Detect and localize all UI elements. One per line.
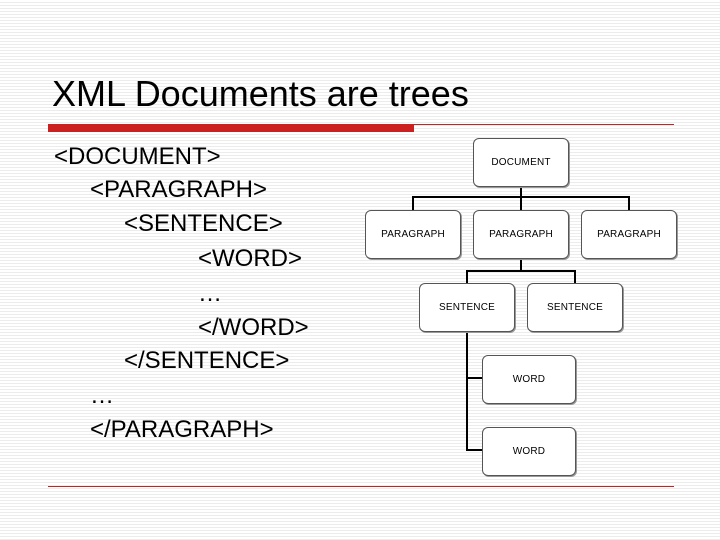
node-document: DOCUMENT xyxy=(473,138,569,187)
code-line-sentence-close: </SENTENCE> xyxy=(124,347,290,374)
node-paragraph-1-label: PARAGRAPH xyxy=(381,229,445,240)
node-word-1: WORD xyxy=(482,355,576,404)
node-sentence-1-label: SENTENCE xyxy=(438,302,496,313)
node-paragraph-3: PARAGRAPH xyxy=(581,210,677,259)
connector-sentence-1-trunk xyxy=(466,330,468,450)
node-sentence-1: SENTENCE xyxy=(419,283,515,332)
node-sentence-2: SENTENCE xyxy=(527,283,623,332)
node-word-2: WORD xyxy=(482,427,576,476)
connector-sentence-2 xyxy=(574,270,576,283)
node-paragraph-3-label: PARAGRAPH xyxy=(597,229,661,240)
connector-root-down xyxy=(520,186,522,197)
connector-paragraph-3 xyxy=(628,196,630,210)
slide-title: XML Documents are trees xyxy=(52,73,469,114)
code-line-ellipsis-inner: … xyxy=(198,280,222,307)
connector-paragraph-2 xyxy=(520,196,522,210)
node-word-1-label: WORD xyxy=(512,374,546,385)
code-line-sentence-open: <SENTENCE> xyxy=(124,210,283,237)
connector-word-2 xyxy=(466,449,482,451)
node-sentence-2-label: SENTENCE xyxy=(546,302,604,313)
title-accent-rule xyxy=(48,124,414,132)
node-document-label: DOCUMENT xyxy=(491,157,551,168)
connector-paragraph-2-down xyxy=(520,258,522,271)
code-line-paragraph-close: </PARAGRAPH> xyxy=(90,416,274,443)
node-word-2-label: WORD xyxy=(512,446,546,457)
connector-sentence-1 xyxy=(466,270,468,283)
connector-sentence-bus xyxy=(466,270,576,272)
connector-paragraph-1 xyxy=(412,196,414,210)
connector-word-1 xyxy=(466,377,482,379)
footer-rule xyxy=(48,486,674,487)
code-line-document-open: <DOCUMENT> xyxy=(54,143,221,170)
node-paragraph-1: PARAGRAPH xyxy=(365,210,461,259)
code-line-paragraph-open: <PARAGRAPH> xyxy=(90,176,267,203)
code-line-ellipsis-outer: … xyxy=(90,382,114,409)
code-line-word-close: </WORD> xyxy=(198,314,309,341)
node-paragraph-2-label: PARAGRAPH xyxy=(489,229,553,240)
code-line-word-open: <WORD> xyxy=(198,245,303,272)
title-thin-rule xyxy=(414,124,674,125)
node-paragraph-2: PARAGRAPH xyxy=(473,210,569,259)
